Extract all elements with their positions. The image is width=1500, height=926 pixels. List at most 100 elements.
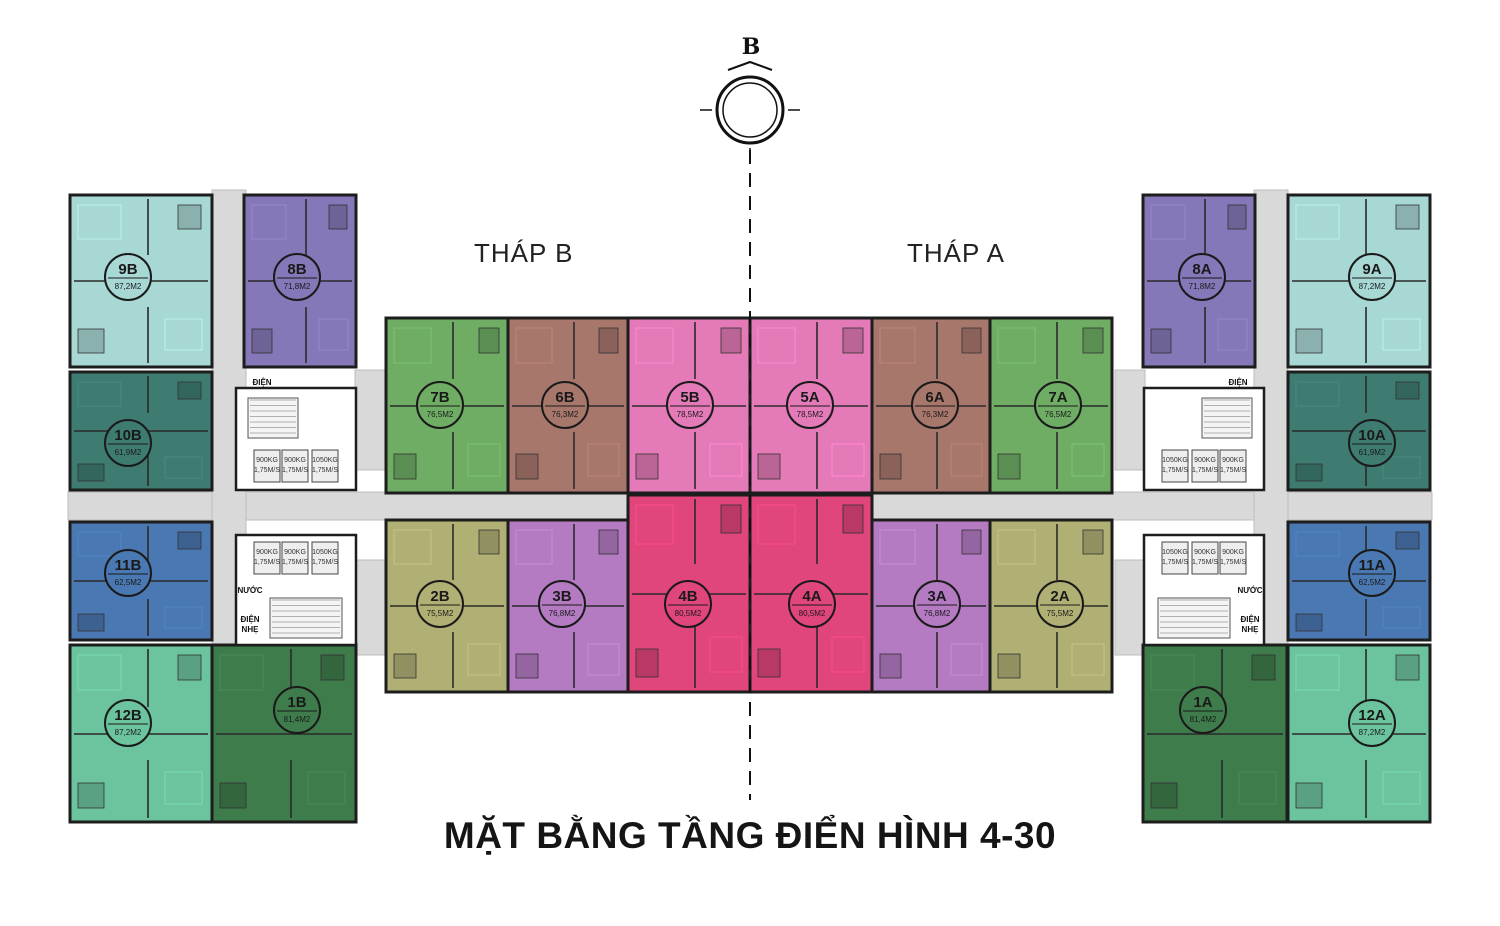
- bed-outline: [635, 327, 674, 364]
- bed-outline: [393, 327, 432, 364]
- bed-outline: [1217, 318, 1248, 351]
- bed-outline: [587, 443, 620, 477]
- lift-capacity: 900KG: [256, 457, 278, 464]
- corridor: [354, 559, 386, 656]
- unit-label-circle: [1348, 419, 1396, 467]
- bathroom-block: [720, 504, 742, 534]
- bathroom-block: [1295, 463, 1323, 482]
- unit-area: 81,4M2: [284, 715, 311, 724]
- lift-speed: 1,75M/S: [312, 467, 338, 474]
- unit-label-circle: [416, 381, 464, 429]
- lift-shaft: [1191, 449, 1219, 483]
- lift-shaft: [1161, 449, 1189, 483]
- lift-speed: 1,75M/S: [282, 467, 308, 474]
- lift-speed: 1,75M/S: [1162, 559, 1188, 566]
- bed-outline: [1238, 771, 1277, 805]
- bathroom-block: [842, 327, 864, 354]
- bed-outline: [1382, 456, 1421, 479]
- lift-shaft: [253, 541, 281, 575]
- lift-capacity: 1050KG: [312, 457, 338, 464]
- bed-outline: [251, 204, 287, 240]
- unit-label-circle: [786, 381, 834, 429]
- bathroom-block: [1227, 204, 1247, 230]
- bathroom-block: [757, 453, 781, 480]
- bathroom-block: [879, 453, 902, 480]
- bathroom-block: [598, 327, 619, 354]
- bathroom-block: [635, 453, 659, 480]
- electric-room-label: ĐIỆN: [1228, 378, 1247, 387]
- unit-8a: [1141, 193, 1257, 369]
- unit-code: 6A: [925, 389, 944, 406]
- bed-outline: [757, 504, 796, 545]
- unit-area: 78,5M2: [797, 410, 824, 419]
- tower-a-title: THÁP A: [907, 238, 1006, 268]
- unit-code: 1A: [1193, 694, 1212, 711]
- lift-capacity: 900KG: [1222, 457, 1244, 464]
- bathroom-block: [997, 653, 1021, 679]
- bed-outline: [318, 318, 349, 351]
- unit-label-circle: [913, 580, 961, 628]
- unit-code: 2B: [430, 588, 449, 605]
- bed-outline: [467, 443, 501, 477]
- unit-area: 76,3M2: [922, 410, 949, 419]
- bed-outline: [1382, 606, 1421, 629]
- unit-code: 3A: [927, 588, 946, 605]
- unit-label-circle: [416, 580, 464, 628]
- low-voltage-label-line2: NHẸ: [1242, 625, 1260, 634]
- unit-label-10b: 10B 61,9M2: [104, 419, 152, 467]
- unit-code: 8B: [287, 261, 306, 278]
- bathroom-block: [393, 653, 417, 679]
- lift-shaft: [1161, 541, 1189, 575]
- low-voltage-label-line1: ĐIỆN: [1240, 615, 1259, 624]
- unit-label-circle: [273, 253, 321, 301]
- unit-code: 7B: [430, 389, 449, 406]
- bathroom-block: [478, 327, 500, 354]
- unit-code: 11A: [1359, 557, 1386, 574]
- lift-speed: 1,75M/S: [254, 559, 280, 566]
- bed-outline: [515, 327, 553, 364]
- unit-code: 10B: [114, 427, 142, 444]
- bed-outline: [587, 643, 620, 676]
- bed-outline: [219, 654, 264, 691]
- bathroom-block: [1395, 654, 1420, 681]
- bed-outline: [307, 771, 346, 805]
- compass-arrow: [727, 60, 773, 71]
- unit-label-circle: [911, 381, 959, 429]
- lift-speed: 1,75M/S: [282, 559, 308, 566]
- page-title: MẶT BẰNG TẦNG ĐIỂN HÌNH 4-30: [443, 815, 1057, 856]
- unit-labels: 9B87,2M28B71,8M210B61,9M211B62,5M212B87,…: [104, 253, 1396, 747]
- unit-area: 61,9M2: [115, 448, 142, 457]
- unit-area: 76,8M2: [924, 609, 951, 618]
- unit-code: 11B: [115, 557, 142, 574]
- lift-shaft: [281, 541, 309, 575]
- corridor: [354, 369, 386, 471]
- bathroom-block: [1251, 654, 1276, 681]
- bathroom-block: [842, 504, 864, 534]
- unit-area: 71,8M2: [1189, 282, 1216, 291]
- compass-label: B: [741, 34, 761, 60]
- unit-label-circle: [104, 253, 152, 301]
- water-room-label: NƯỚC: [1237, 586, 1262, 595]
- unit-label-circle: [273, 686, 321, 734]
- lift-speed: 1,75M/S: [1220, 467, 1246, 474]
- bathroom-block: [1295, 782, 1323, 809]
- bathroom-block: [1395, 381, 1420, 400]
- bathroom-block: [177, 654, 202, 681]
- unit-area: 80,5M2: [799, 609, 826, 618]
- unit-code: 4A: [802, 588, 821, 605]
- bathroom-block: [635, 648, 659, 678]
- unit-code: 9B: [118, 261, 137, 278]
- lift-speed: 1,75M/S: [1192, 559, 1218, 566]
- unit-area: 76,8M2: [549, 609, 576, 618]
